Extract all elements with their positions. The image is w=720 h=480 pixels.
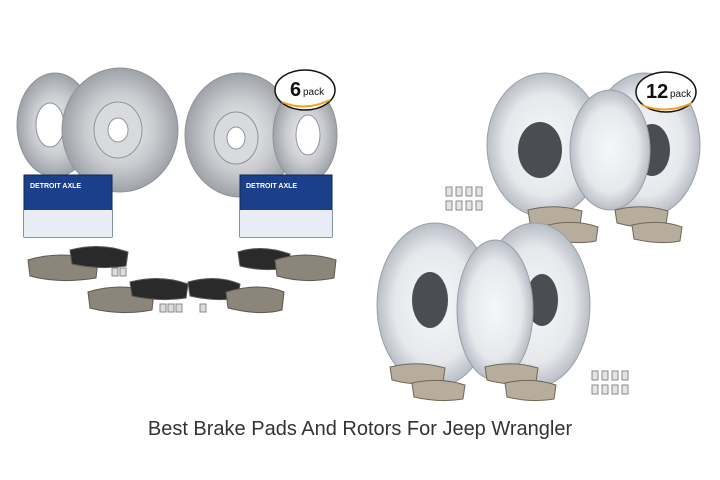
hardware-clips: [111, 267, 207, 313]
product-image-6-pack: 6 pack DETROIT AXLE DETROIT AXLE: [16, 67, 338, 314]
pack-count-badge: 6 pack: [274, 69, 336, 111]
pack-number: 12: [646, 81, 668, 103]
drilled-rotor: [456, 239, 534, 381]
hardware-clips: [591, 370, 629, 395]
pack-number: 6: [290, 79, 301, 101]
pad-box: DETROIT AXLE: [23, 174, 113, 238]
drilled-rotor: [569, 89, 651, 211]
hardware-clips: [445, 186, 483, 211]
brake-pads: [27, 246, 337, 314]
rotor: [184, 72, 296, 198]
rotor: [61, 67, 179, 193]
box-brand: DETROIT AXLE: [246, 183, 297, 190]
pack-count-badge: 12 pack: [635, 71, 697, 113]
pack-word: pack: [670, 89, 692, 100]
rotor: [272, 86, 338, 184]
product-image-12-pack: 12 pack: [376, 71, 701, 402]
pack-word: pack: [303, 87, 325, 98]
drilled-rotor: [486, 72, 604, 218]
brake-pads: [389, 363, 557, 402]
image-caption: Best Brake Pads And Rotors For Jeep Wran…: [147, 418, 573, 440]
box-brand: DETROIT AXLE: [30, 183, 81, 190]
pad-box: DETROIT AXLE: [239, 174, 333, 238]
